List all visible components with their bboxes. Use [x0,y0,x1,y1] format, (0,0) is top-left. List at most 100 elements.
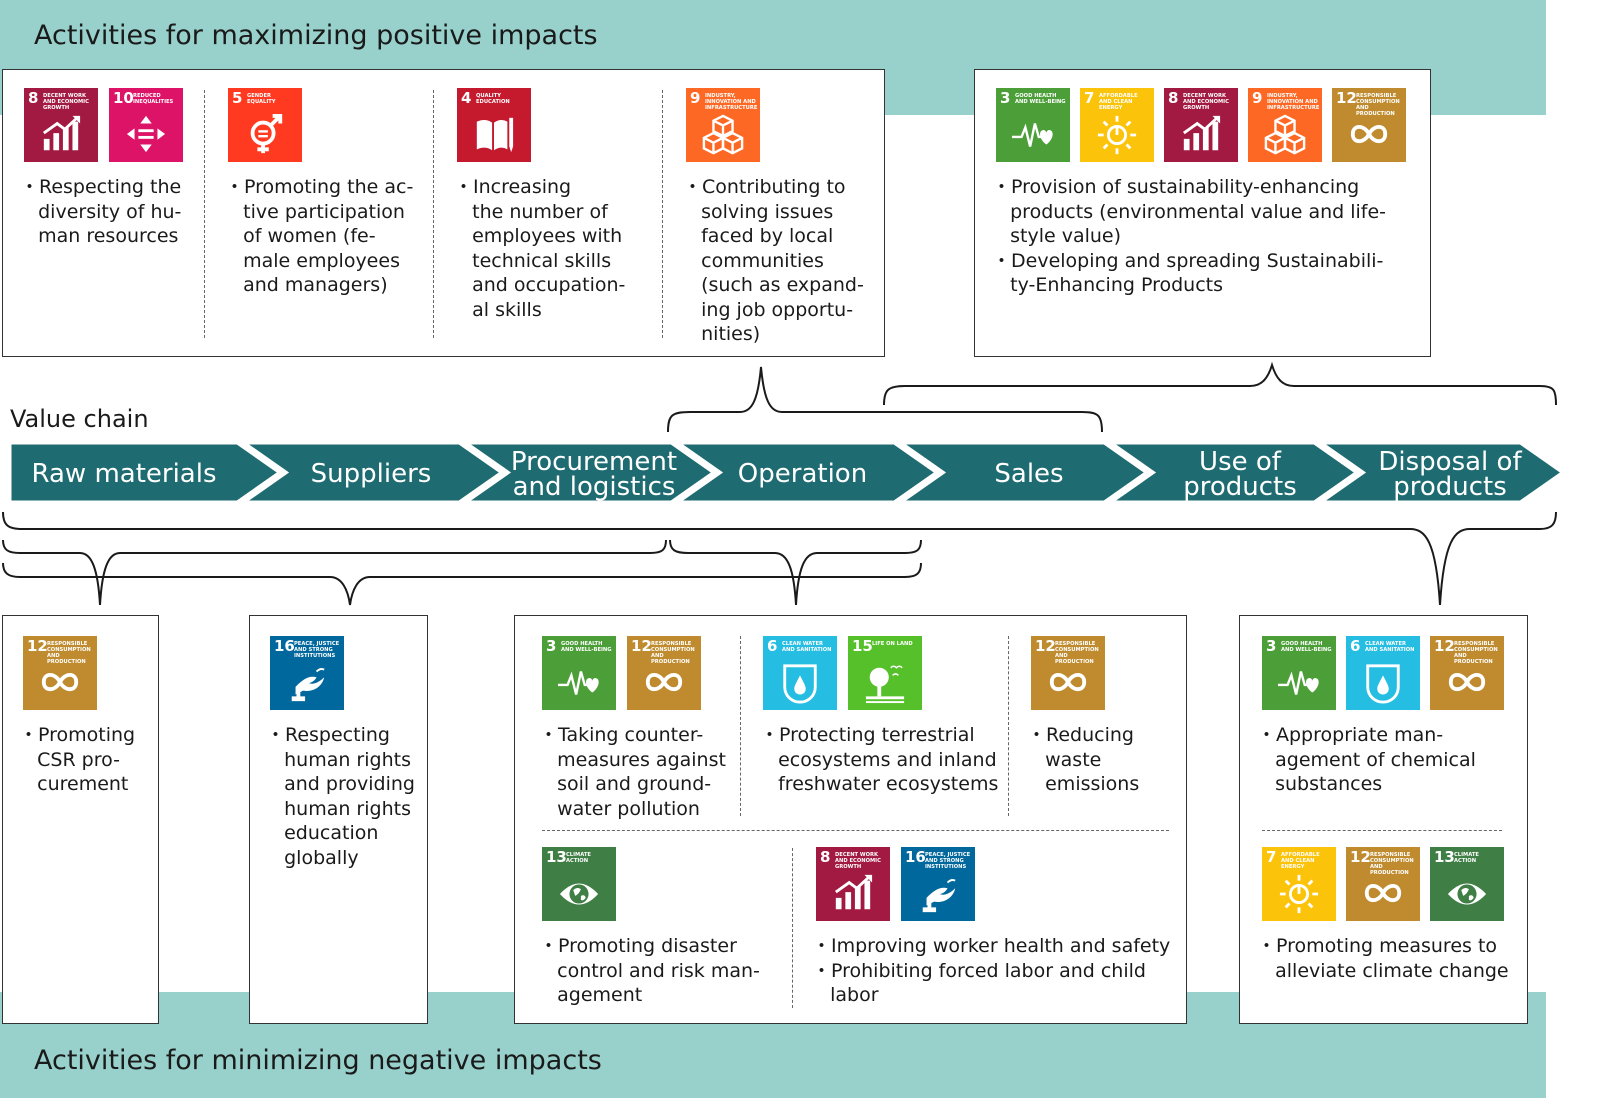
sdg-16-tile: 16Peace, justice and strong institutions [270,636,344,710]
top-band-title: Activities for maximizing positive impac… [34,20,598,51]
sdg-title: Industry, innovation and infrastructure [1267,93,1320,111]
sdg-icon-group: 8Decent work and economic growth16Peace,… [816,847,975,921]
sdg-title: Climate action [1454,852,1479,864]
stage-raw-materials: Raw materials [31,459,217,489]
sdg-icon-group: 3 Good health and well-being 6Clean water … [1262,636,1504,710]
sdg-icon-group: 5Gender equality [228,88,302,162]
sdg-3-tile: 3Good health and well-being [996,88,1070,162]
sdg-number: 12 [1350,848,1371,866]
dove-icon [291,668,325,702]
growth-chart-icon [1182,115,1221,151]
sdg-number: 3 [1266,637,1277,655]
sdg-title: Industry, innovation and infrastructure [705,93,758,111]
sdg-9-tile: 9Industry, innovation and infrastructure [1248,88,1322,162]
sdg-title: Peace, justice and strong institutions [294,641,340,659]
sdg-icon-group: 6Clean water and sanitation15Life on lan… [763,636,922,710]
water-drop-icon [783,664,817,704]
sdg-6-tile: 6Clean water and sanitation [1346,636,1420,710]
sdg-number: 4 [461,89,472,107]
sdg-13-tile: 13Climate action [1430,847,1504,921]
sdg-number: 7 [1084,89,1095,107]
sdg-number: 12 [27,637,48,655]
infinity-icon [645,673,683,692]
brace [2,562,922,606]
activity-text: ・Provision of sustainability-enhancing p… [992,176,1387,296]
divider [433,90,434,338]
stage-suppliers: Suppliers [310,459,432,489]
sdg-title: Good health and well-being [1281,641,1332,653]
tree-icon [865,665,905,704]
sdg-number: 8 [820,848,831,866]
infinity-icon [1364,884,1402,903]
sdg-title: Responsible consumption and production [1055,641,1099,665]
divider [1008,636,1009,816]
heartbeat-icon [558,671,599,695]
sdg-5-tile: 5Gender equality [228,88,302,162]
sdg-title: Peace, justice and strong institutions [925,852,971,870]
sdg-number: 8 [1168,89,1179,107]
sdg-icon-group: 3Good health and well-being12Responsible… [542,636,701,710]
sdg-icon-group: 4Quality education [457,88,531,162]
sdg-3-tile: 3 Good health and well-being [1262,636,1336,710]
cubes-icon [702,114,744,155]
sdg-title: Good health and well-being [561,641,612,653]
sdg-8-tile: 8Decent work and economic growth [1164,88,1238,162]
activity-text: ・Improving worker health and safety ・Pro… [812,935,1171,1006]
sdg-number: 16 [274,637,295,655]
infinity-icon [1350,125,1388,144]
infinity-icon [1448,673,1486,692]
stage-disposal-of-products: Disposal of products [1378,447,1522,502]
sdg-title: Climate action [566,852,591,864]
sdg-12-tile: 12Responsible consumption and production [1332,88,1406,162]
activity-text: ・Respecting human rights and providing h… [266,724,415,869]
growth-chart-icon [42,115,81,151]
sdg-number: 7 [1266,848,1277,866]
sdg-number: 12 [631,637,652,655]
eye-globe-icon [1447,883,1487,905]
sdg-10-tile: 10Reduced inequalities [109,88,183,162]
book-icon [476,117,514,153]
sdg-title: Affordable and clean energy [1099,93,1138,111]
sdg-number: 12 [1434,637,1455,655]
sun-power-icon [1097,115,1137,155]
activity-text: ・Reducing waste emissions [1027,724,1140,795]
activity-text: ・Promoting measures to alleviate climate… [1257,935,1509,982]
sdg-title: Life on land [872,641,913,647]
infinity-icon [1049,673,1087,692]
brace [2,511,1557,606]
infinity-icon [41,673,79,692]
sdg-title: Responsible consumption and production [1370,852,1414,876]
sdg-number: 9 [1252,89,1263,107]
sdg-number: 13 [1434,848,1455,866]
sdg-icon-group: 12Responsible consumption and production [1031,636,1105,710]
sdg-6-tile: 6Clean water and sanitation [763,636,837,710]
sdg-7-tile: 7Affordable and clean energy [1080,88,1154,162]
divider [792,848,793,1008]
stage-use-of-products: Use of products [1183,447,1297,502]
activity-text: ・Promoting CSR pro- curement [19,724,136,795]
divider [740,636,741,816]
divider [204,90,205,338]
activity-text: ・Respecting the diversity of hu- man res… [20,176,182,247]
sdg-8-tile: 8Decent work and economic growth [816,847,890,921]
sdg-number: 10 [113,89,134,107]
sdg-12-tile: 12Responsible consumption and production [1346,847,1420,921]
sdg-title: Responsible consumption and production [47,641,91,665]
sdg-number: 12 [1336,89,1357,107]
activity-text: ・Protecting terrestrial ecosystems and i… [760,724,999,795]
heartbeat-icon [1012,123,1053,147]
sdg-number: 3 [546,637,557,655]
sdg-16-tile: 16Peace, justice and strong institutions [901,847,975,921]
sdg-3-tile: 3 Good health and well-being [542,636,616,710]
gender-icon [250,114,283,154]
sdg-icon-group: 8Decent work and economic growth10Reduce… [24,88,183,162]
sdg-title: Responsible consumption and production [1356,93,1400,117]
brace [883,361,1557,406]
sdg-icon-group: 16Peace, justice and strong institutions [270,636,344,710]
value-chain-stage-arrow [1303,437,1573,508]
sdg-7-tile: 7Affordable and clean energy [1262,847,1336,921]
stage-sales: Sales [994,459,1064,489]
sdg-title: Gender equality [247,93,276,105]
activity-text: ・Contributing to solving issues faced by… [683,176,864,345]
brace [667,366,1103,433]
